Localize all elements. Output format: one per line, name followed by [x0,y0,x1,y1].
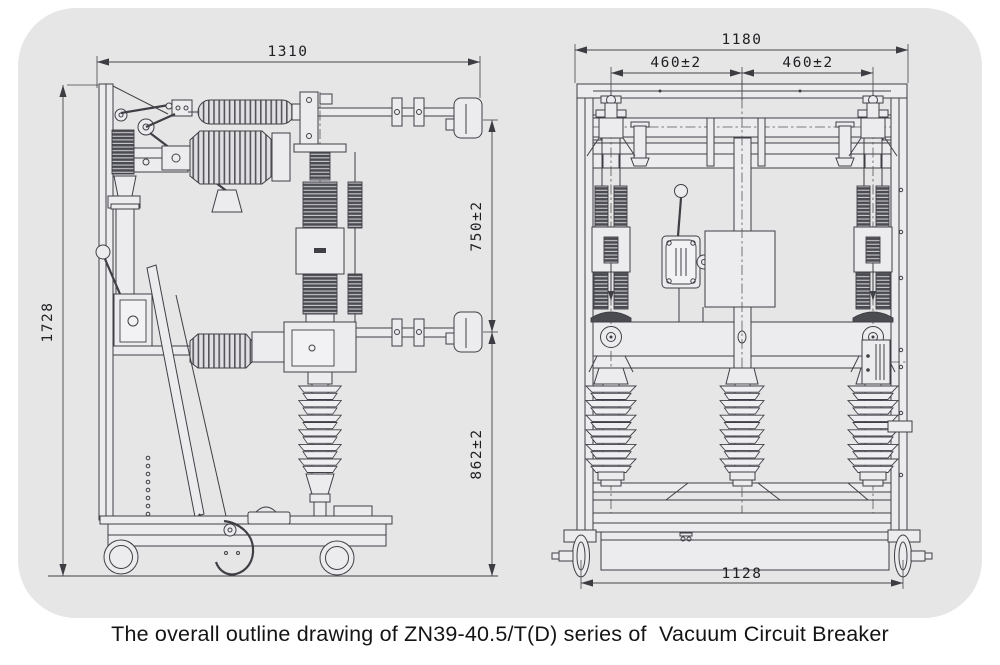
lever-knob [674,184,688,198]
dim-width-1310: 1310 [96,44,481,98]
interrupter-pole-column [293,92,363,505]
pole-center-insulator [720,80,764,570]
dim-label-1310: 1310 [268,44,309,60]
dim-label-862: 862±2 [469,428,485,479]
base-and-wheels [551,512,933,578]
auxiliary-contact-device [861,339,913,433]
operating-mechanism [661,184,776,322]
dim-label-460-right: 460±2 [782,55,833,71]
upper-post-insulator [188,99,307,125]
lower-pole-housing [112,321,357,373]
cart-base [99,506,393,576]
lower-terminal-arm [355,311,483,353]
dim-label-460-left: 460±2 [650,55,701,71]
dim-750: 750±2 [469,119,498,333]
side-view-drawing: 1310 1728 750±2 862±2 [40,44,498,577]
upper-terminal-arm [305,97,483,139]
dim-width-1180: 1180 [574,32,909,83]
dim-phase-spacing: 460±2 460±2 [610,55,874,100]
dim-height-1728: 1728 [40,84,98,576]
dim-label-1180: 1180 [722,32,763,48]
upper-bellows-insulator [161,130,291,185]
dim-label-1128: 1128 [722,566,763,582]
wheel-rear [319,540,355,576]
figure-caption: The overall outline drawing of ZN39-40.5… [111,622,889,646]
bus-supports [630,117,855,167]
dim-label-750: 750±2 [469,200,485,251]
technical-drawing: 1310 1728 750±2 862±2 [18,8,982,618]
wheel-front [103,539,139,575]
dim-wheel-base-1128: 1128 [580,560,904,589]
mechanism-box [704,230,776,308]
dim-862: 862±2 [469,332,496,576]
front-view-drawing: 1180 460±2 460±2 1128 [551,32,933,589]
dim-label-1728: 1728 [40,302,56,343]
interlock-hook [214,519,255,576]
